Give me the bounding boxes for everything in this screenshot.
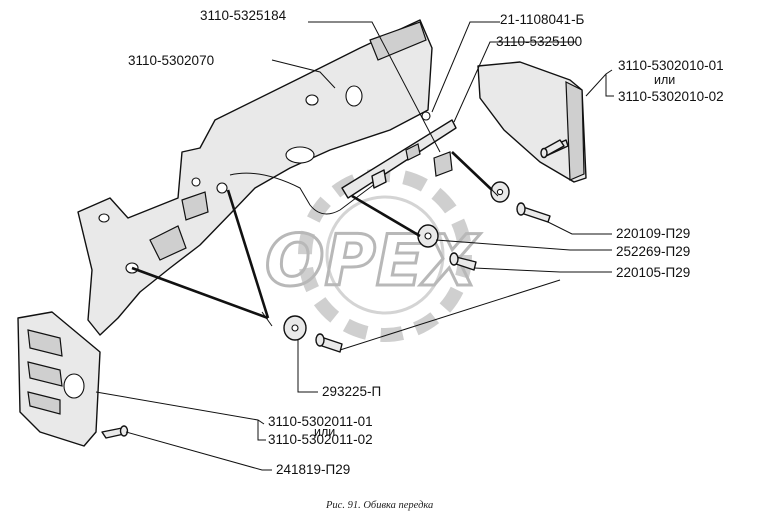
right-side-trim <box>477 61 587 183</box>
label-220105: 220105-П29 <box>616 265 690 280</box>
figure-caption: Рис. 91. Обивка передка <box>325 500 433 511</box>
label-21-1108041: 21-1108041-Б <box>500 12 585 27</box>
assembly-arrows <box>131 151 499 327</box>
screw-241819 <box>101 425 129 439</box>
label-3110-5302011-02: 3110-5302011-02 <box>268 432 373 447</box>
lower-left-trim <box>17 311 101 447</box>
watermark-text: OPEX <box>265 220 481 302</box>
part-labels: 3110-5325184 21-1108041-Б 3110-5325100 3… <box>128 8 724 477</box>
screw-side-panel <box>540 139 565 159</box>
label-241819: 241819-П29 <box>276 462 350 477</box>
watermark: OPEX <box>264 168 482 342</box>
front-panel-trim <box>77 19 433 336</box>
label-220109: 220109-П29 <box>616 226 690 241</box>
label-3110-5302011-01: 3110-5302011-01 <box>268 414 373 429</box>
label-3110-5302010-01: 3110-5302010-01 <box>618 58 724 73</box>
screw-lower <box>315 333 343 353</box>
label-3110-5325184: 3110-5325184 <box>200 8 287 23</box>
washer-293225 <box>283 315 307 341</box>
screw-220105 <box>449 252 477 271</box>
washer-upper <box>490 181 510 203</box>
label-or-2: или <box>314 425 335 439</box>
washer-252269 <box>417 224 439 248</box>
label-or-1: или <box>654 73 675 87</box>
screw-220109 <box>516 202 551 223</box>
label-3110-5302070: 3110-5302070 <box>128 53 214 68</box>
label-3110-5302010-02: 3110-5302010-02 <box>618 89 724 104</box>
label-293225: 293225-П <box>322 384 381 399</box>
label-252269: 252269-П29 <box>616 244 690 259</box>
trim-bracket <box>341 111 457 199</box>
leader-lines <box>95 21 614 471</box>
label-3110-5325100: 3110-5325100 <box>496 34 582 49</box>
